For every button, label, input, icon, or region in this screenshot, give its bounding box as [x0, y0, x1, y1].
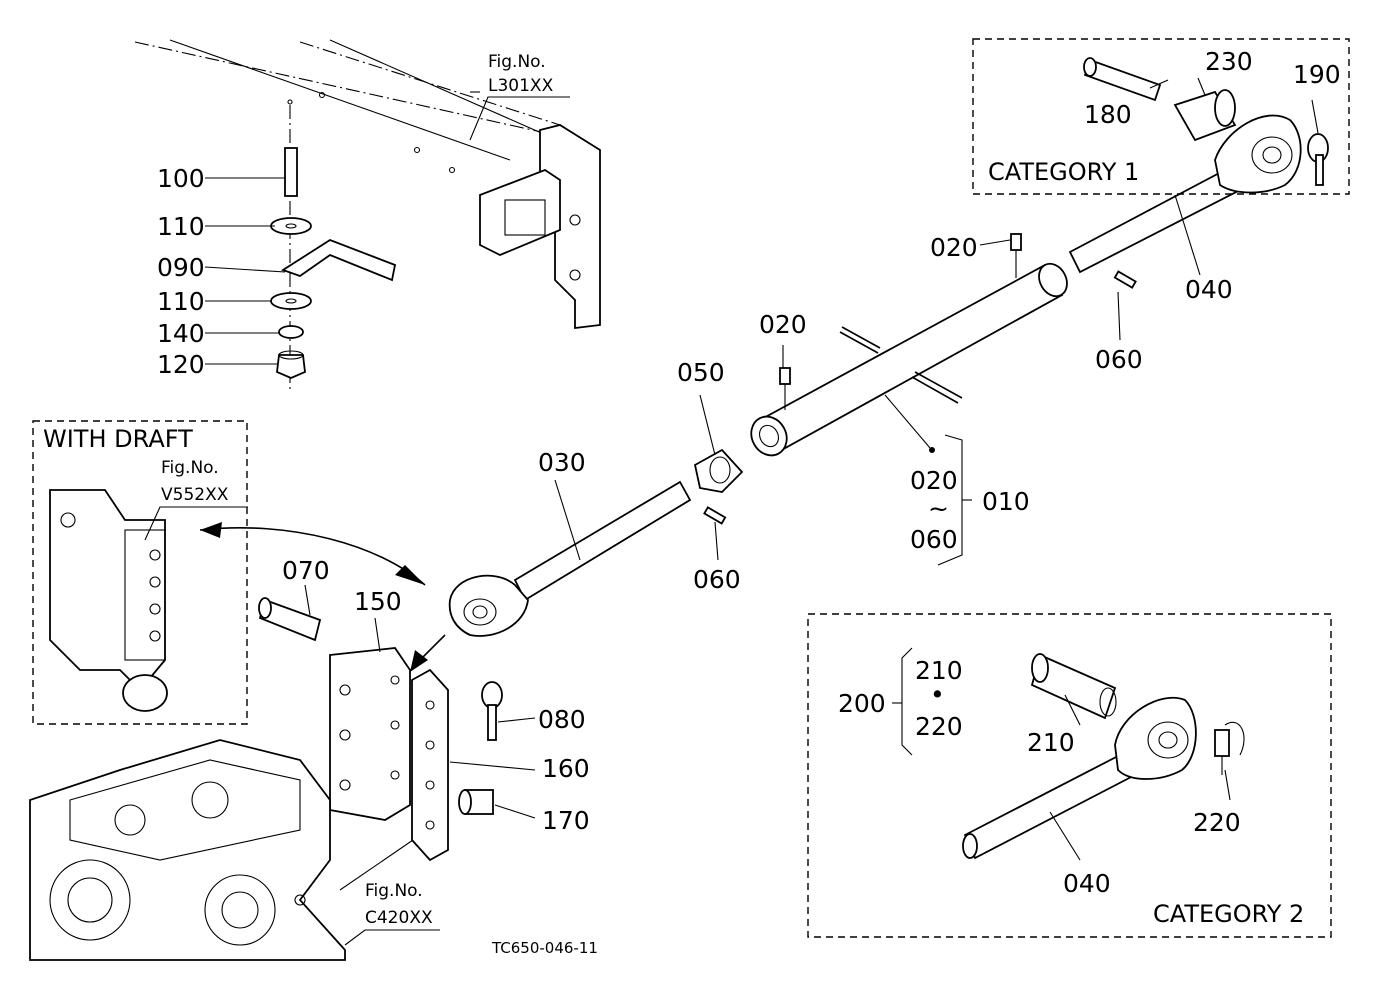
label-160: 160 — [542, 754, 590, 783]
fig-ref-top-line1: Fig.No. — [488, 52, 546, 72]
frame-beam — [134, 39, 601, 390]
label-060-right: 060 — [1095, 345, 1143, 374]
label-050: 050 — [677, 358, 725, 387]
grease-fitting-upper — [1010, 233, 1022, 278]
fig-ref-bottom-line1: Fig.No. — [365, 881, 423, 901]
label-range-start: 020 — [910, 466, 958, 495]
plate-160 — [411, 668, 449, 862]
label-230: 230 — [1205, 47, 1253, 76]
label-040-cat2: 040 — [1063, 869, 1111, 898]
category1-box — [972, 38, 1350, 195]
label-220: 220 — [1193, 808, 1241, 837]
label-030: 030 — [538, 448, 586, 477]
label-210-set: 210 — [915, 656, 963, 685]
fig-ref-draft-line2: V552XX — [161, 485, 229, 505]
draft-arrow — [199, 522, 426, 586]
label-110-upper: 110 — [157, 212, 205, 241]
label-200: 200 — [838, 689, 886, 718]
bolt-170 — [458, 789, 494, 815]
grease-fitting-lower — [779, 367, 791, 410]
category1-title: CATEGORY 1 — [988, 158, 1139, 186]
fig-ref-top-line2: L301XX — [488, 76, 554, 96]
label-110-lower: 110 — [157, 287, 205, 316]
category2-title: CATEGORY 2 — [1153, 900, 1304, 928]
lynch-pin-190 — [1307, 133, 1329, 186]
clip-220 — [1214, 722, 1245, 775]
label-020-lower: 020 — [759, 310, 807, 339]
leader-lines — [144, 77, 1319, 946]
turnbuckle-body — [750, 262, 1068, 457]
with-draft-box — [32, 420, 248, 725]
fig-ref-bottom-line2: C420XX — [365, 908, 433, 928]
label-090: 090 — [157, 253, 205, 282]
label-range-end: 060 — [910, 525, 958, 554]
fig-ref-draft-line1: Fig.No. — [161, 458, 219, 478]
label-120: 120 — [157, 350, 205, 379]
label-060-left: 060 — [693, 565, 741, 594]
rod-end-040-cat2 — [962, 696, 1197, 860]
label-040-cat1: 040 — [1185, 275, 1233, 304]
transmission-housing — [29, 739, 346, 961]
label-080: 080 — [538, 705, 586, 734]
label-140: 140 — [157, 319, 205, 348]
pin-210 — [1030, 653, 1117, 720]
rod-end-040-cat1 — [1068, 114, 1302, 289]
brace-200 — [901, 647, 913, 756]
drawing-code: TC650-046-11 — [491, 939, 598, 957]
nut-050 — [693, 448, 744, 493]
pin-070 — [258, 597, 322, 642]
bush-230 — [1173, 89, 1237, 142]
rod-end-030 — [448, 480, 727, 637]
label-070: 070 — [282, 556, 330, 585]
pin-180 — [1083, 57, 1162, 102]
bracket-arrow — [410, 634, 446, 672]
label-180: 180 — [1084, 100, 1132, 129]
label-010: 010 — [982, 487, 1030, 516]
label-190: 190 — [1293, 60, 1341, 89]
bolt-stack — [270, 147, 397, 379]
label-150: 150 — [354, 587, 402, 616]
with-draft-title: WITH DRAFT — [43, 425, 193, 453]
label-210: 210 — [1027, 728, 1075, 757]
brace-010 — [937, 434, 963, 566]
bracket-150 — [329, 647, 411, 821]
label-020-upper: 020 — [930, 233, 978, 262]
label-range-tilde: ~ — [928, 494, 949, 523]
category2-box — [807, 613, 1332, 938]
label-170: 170 — [542, 806, 590, 835]
pin-080 — [481, 681, 503, 741]
label-220-set: 220 — [915, 712, 963, 741]
label-set-dot: • — [930, 680, 945, 709]
draft-bracket — [49, 489, 168, 712]
label-100: 100 — [157, 164, 205, 193]
